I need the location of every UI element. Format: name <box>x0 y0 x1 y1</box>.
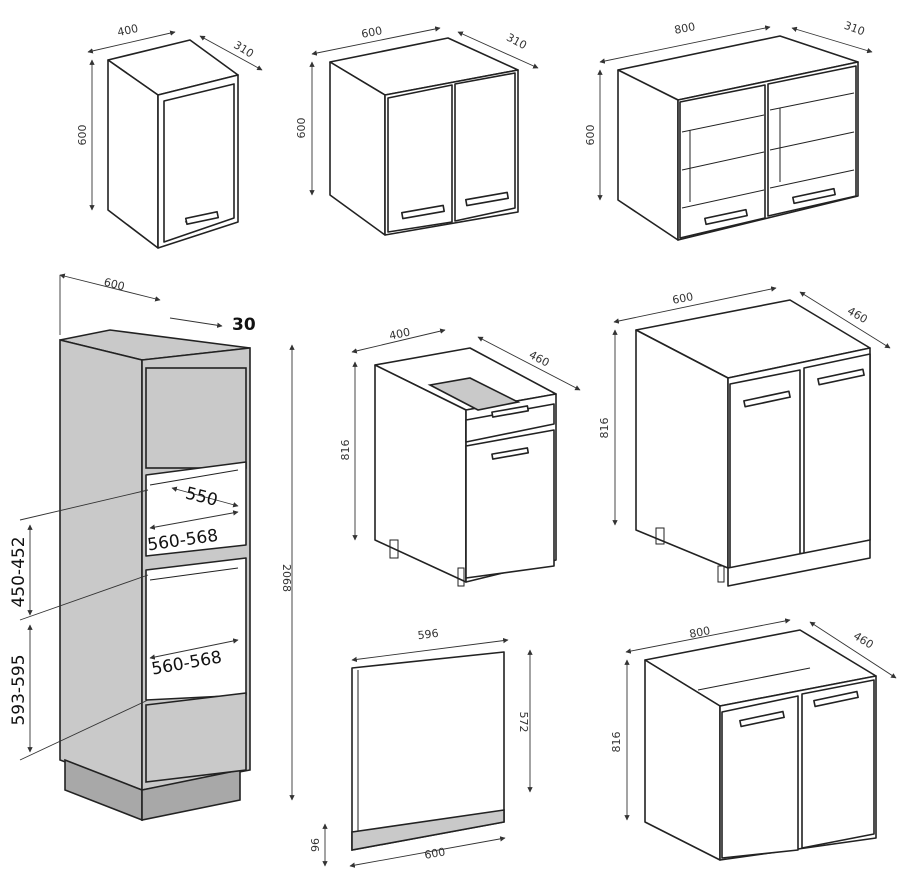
dim-width-top: 596 <box>417 627 439 642</box>
dim-width: 800 <box>673 20 696 37</box>
wall-cabinet-400: 400 310 600 <box>76 22 263 249</box>
dim-plinth: 96 <box>309 838 322 852</box>
dim-height: 600 <box>295 118 308 139</box>
wall-cabinet-600: 600 310 600 <box>295 24 539 236</box>
dim-height: 816 <box>610 732 623 753</box>
dim-depth: 460 <box>851 629 876 651</box>
dim-depth: 460 <box>527 348 552 369</box>
dim-niche-height-lower: 593-595 <box>9 654 29 725</box>
dim-height: 600 <box>76 125 89 146</box>
dim-height: 816 <box>339 440 352 461</box>
base-cabinet-400-drawer: 400 460 816 <box>339 326 581 587</box>
dim-depth: 310 <box>231 38 256 60</box>
dim-width: 400 <box>388 326 411 343</box>
base-cabinet-600: 600 460 816 <box>598 286 891 587</box>
dim-width: 600 <box>102 276 126 294</box>
dim-height: 600 <box>584 125 597 146</box>
dim-height: 572 <box>517 712 530 733</box>
wall-cabinet-800-glass: 800 310 600 <box>584 19 873 241</box>
dim-top-thickness: 30 <box>232 315 256 335</box>
dim-depth: 310 <box>842 19 866 38</box>
dim-width: 600 <box>671 290 694 307</box>
dim-niche-height-upper: 450-452 <box>9 536 29 607</box>
dim-depth: 310 <box>504 31 529 52</box>
dim-width: 600 <box>360 24 383 41</box>
dim-width: 800 <box>688 624 711 641</box>
tall-oven-cabinet: 600 30 2068 550 560-568 560-568 450-452 … <box>9 273 295 822</box>
dim-height: 816 <box>598 418 611 439</box>
dim-height: 2068 <box>280 564 293 592</box>
dishwasher-panel: 596 572 600 96 <box>309 627 533 868</box>
dim-width: 400 <box>116 22 139 39</box>
sink-cabinet-800: 800 460 816 <box>610 618 897 861</box>
dim-width-bottom: 600 <box>423 845 446 861</box>
